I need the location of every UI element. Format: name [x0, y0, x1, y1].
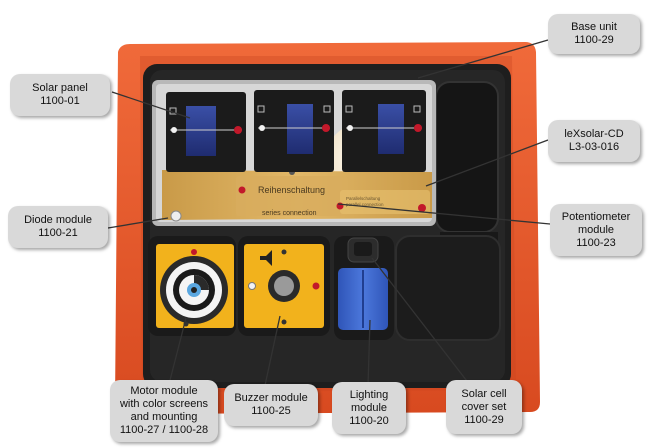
- callout-label: Base unit: [571, 21, 617, 33]
- callout-label: leXsolar-CD: [564, 128, 624, 140]
- callout-label-2: with color screens: [119, 398, 209, 410]
- callout-code: 1100-29: [574, 34, 614, 46]
- silkscreen-center: Reihenschaltung: [258, 185, 325, 195]
- callout-buzzer-module: Buzzer module 1100-25: [224, 384, 318, 426]
- silkscreen-right: Parallelschaltung: [346, 196, 381, 201]
- silkscreen-right-sub: parallel connection: [346, 202, 384, 207]
- motor-module: [156, 244, 234, 328]
- callout-label: Diode module: [24, 214, 92, 226]
- callout-label: Motor module: [130, 385, 198, 397]
- callout-label: Solar panel: [32, 82, 88, 94]
- socket: [418, 204, 426, 212]
- socket: [238, 186, 246, 194]
- callout-potentiometer-module: Potentiometer module 1100-23: [550, 204, 642, 256]
- callout-diode-module: Diode module 1100-21: [8, 206, 108, 248]
- solar-panel: [254, 90, 334, 172]
- callout-label: Lighting: [349, 388, 389, 401]
- callout-code: 1100-21: [38, 227, 78, 239]
- silkscreen-center-sub: series connection: [262, 210, 317, 217]
- callout-solar-panel: Solar panel 1100-01: [10, 74, 110, 116]
- buzzer-module: [244, 244, 324, 328]
- callout-code: 1100-25: [251, 405, 291, 417]
- solar-panels: [166, 90, 426, 172]
- callout-motor-module: Motor module with color screens and moun…: [110, 380, 218, 442]
- callout-code: 1100-29: [464, 413, 504, 426]
- callout-lighting-module: Lighting module 1100-20: [332, 382, 406, 434]
- callout-label-2: module: [577, 223, 615, 236]
- callout-code: L3-03-016: [568, 141, 620, 153]
- callout-code: 1100-01: [40, 95, 80, 107]
- callout-solar-cell-cover: Solar cell cover set 1100-29: [446, 380, 522, 434]
- callout-label-2: cover set: [461, 400, 507, 413]
- callout-label: Buzzer module: [234, 392, 308, 404]
- callout-code: 1100-20: [349, 414, 389, 427]
- solar-panel: [166, 92, 246, 172]
- callout-label-3: and mounting: [130, 411, 198, 423]
- callout-label: Solar cell: [461, 387, 507, 400]
- solar-panel: [342, 90, 426, 172]
- socket: [170, 210, 182, 222]
- callout-base-unit: Base unit 1100-29: [548, 14, 640, 54]
- leader-lines: [107, 39, 551, 399]
- lighting-module: [338, 268, 388, 330]
- solar-cell-cover: [347, 237, 379, 263]
- callout-label-2: module: [350, 401, 388, 414]
- callout-code: 1100-23: [576, 236, 616, 249]
- callout-label: Potentiometer: [561, 210, 631, 223]
- callout-lexsolar-cd: leXsolar-CD L3-03-016: [548, 120, 640, 162]
- callout-code: 1100-27 / 1100-28: [119, 424, 209, 436]
